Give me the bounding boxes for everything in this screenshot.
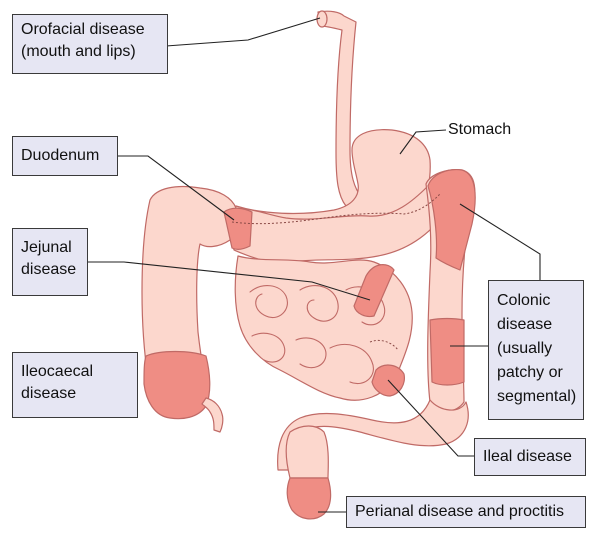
leader-orofacial xyxy=(166,18,320,46)
label-colonic-line-4: patchy or xyxy=(497,361,575,385)
label-jejunal-line-2: disease xyxy=(21,259,79,281)
label-perianal-text: Perianal disease and proctitis xyxy=(355,501,577,523)
label-colonic-line-5: segmental) xyxy=(497,385,575,409)
label-duodenum: Duodenum xyxy=(12,136,118,176)
ascending-colon xyxy=(142,187,236,379)
label-colonic-line-3: (usually xyxy=(497,337,575,361)
label-jejunal-line-1: Jejunal xyxy=(21,237,79,259)
descending-colon-diseased-mid xyxy=(430,319,464,386)
label-colonic-disease: Colonic disease (usually patchy or segme… xyxy=(488,280,584,420)
caecum-diseased xyxy=(144,352,210,419)
label-duodenum-text: Duodenum xyxy=(21,145,109,167)
rectum xyxy=(286,426,328,478)
label-stomach: Stomach xyxy=(448,120,511,140)
label-jejunal-disease: Jejunal disease xyxy=(12,228,88,296)
label-ileocaecal-line-2: disease xyxy=(21,383,129,405)
label-ileal-disease: Ileal disease xyxy=(474,438,586,476)
label-colonic-line-1: Colonic xyxy=(497,289,575,313)
label-ileocaecal-disease: Ileocaecal disease xyxy=(12,352,138,418)
transverse-colon-diseased-segment xyxy=(224,208,252,249)
label-orofacial-line-2: (mouth and lips) xyxy=(21,41,159,63)
label-ileocaecal-line-1: Ileocaecal xyxy=(21,361,129,383)
label-orofacial-disease: Orofacial disease (mouth and lips) xyxy=(12,14,168,74)
label-ileal-text: Ileal disease xyxy=(483,446,577,468)
appendix xyxy=(202,398,223,432)
label-orofacial-line-1: Orofacial disease xyxy=(21,19,159,41)
oesophagus xyxy=(318,11,362,206)
rectum-diseased xyxy=(287,478,330,519)
label-perianal-disease: Perianal disease and proctitis xyxy=(346,496,586,528)
label-colonic-line-2: disease xyxy=(497,313,575,337)
